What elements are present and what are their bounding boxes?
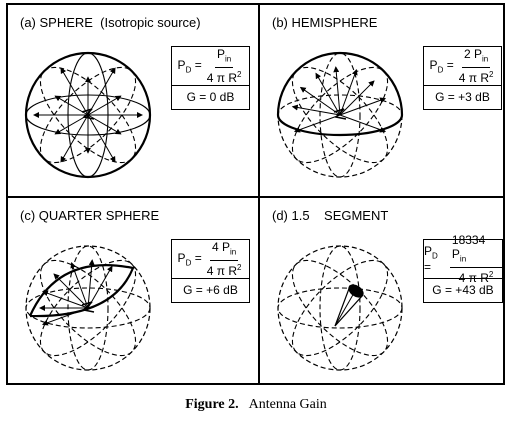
gain-value: G = +3 dB [435,90,490,104]
sphere-outline [277,245,403,371]
radiation-arrow [315,72,341,116]
sphere-meridian [39,66,137,164]
panel-title: (d) 1.5 SEGMENT [272,208,389,223]
sphere-meridian [319,52,361,178]
figure-caption: Figure 2. Antenna Gain [0,397,512,413]
radiation-arrow [60,114,89,163]
sphere-meridian [39,259,137,357]
radiation-arrow [41,307,89,326]
radiation-arrow [60,67,89,116]
sphere-meridian [277,287,403,329]
caption-label: Figure 2. [185,397,239,412]
radiation-arrow [299,86,341,116]
quarter-outline [28,264,135,318]
sphere-meridian [319,245,361,371]
panel-title: (c) QUARTER SPHERE [20,208,160,223]
radiation-arrow [87,67,116,116]
radiation-arrow [41,290,89,309]
gain-value: G = 0 dB [186,90,235,104]
horizontal-divider [8,196,503,198]
sphere-diagram [24,51,152,179]
segment-diagram [277,245,403,371]
beam-arrow [334,292,355,327]
radiation-arrow [54,114,89,135]
gain-value: G = +6 dB [183,283,238,297]
panel-title: (a) SPHERE (Isotropic source) [20,15,201,30]
sphere-meridian [291,259,389,357]
source-icon [333,108,347,120]
hemisphere-outline [276,51,404,137]
sphere-meridian [291,259,389,357]
radiation-arrow [87,114,116,163]
sphere-meridian [25,287,151,329]
radiation-arrow [70,261,89,309]
hemisphere-diagram [276,51,404,178]
radiation-arrow [87,259,95,309]
sphere-meridian [291,66,389,164]
vertical-divider [258,5,260,383]
radiation-arrow [87,95,122,116]
radiation-arrow [291,104,341,116]
radiation-arrow [339,80,375,116]
radiation-arrow [339,97,387,116]
radiation-arrow [333,66,341,116]
source-icon [81,301,95,313]
radiation-arrow [87,265,113,309]
radiation-arrow [53,273,89,309]
radiation-arrow [339,114,387,133]
sphere-meridian [39,66,137,164]
gain-value: G = +43 dB [432,283,494,297]
caption-text: Antenna Gain [248,397,327,412]
radiation-arrow [339,68,358,116]
panel-title: (b) HEMISPHERE [272,15,378,30]
radiation-arrow [293,114,341,133]
quarter-sphere-diagram [25,245,151,371]
source-icon [81,108,95,120]
